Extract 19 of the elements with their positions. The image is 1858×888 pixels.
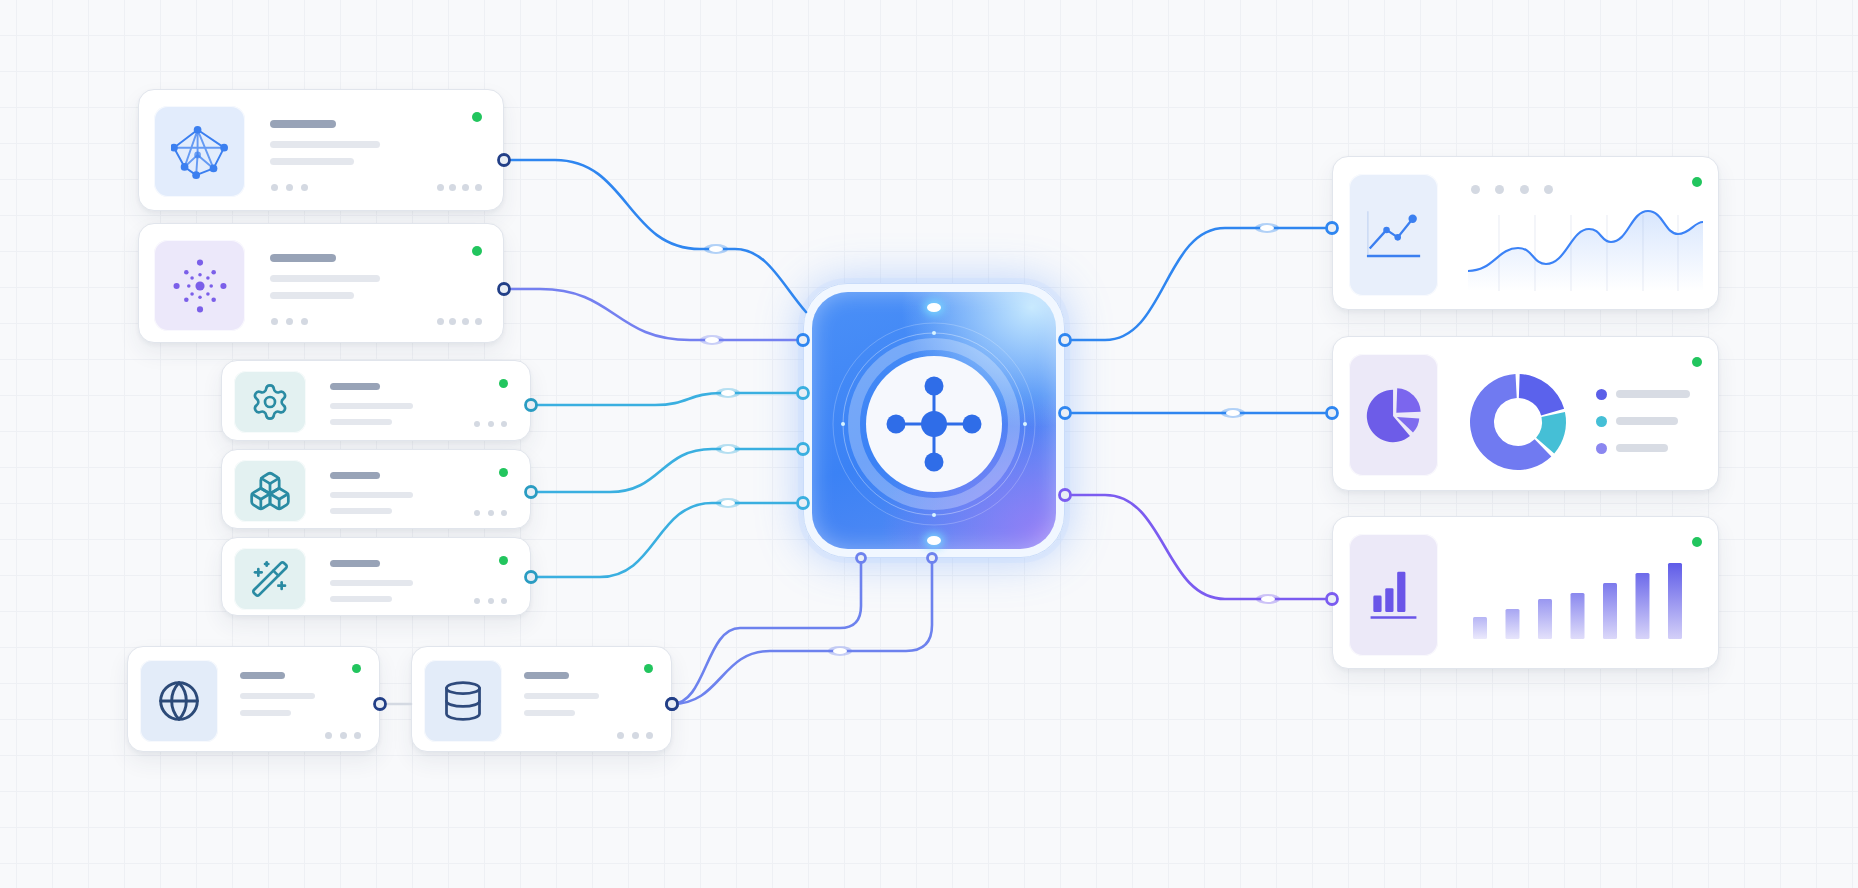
connector-line bbox=[524, 496, 810, 584]
source-card bbox=[138, 223, 504, 343]
output-card bbox=[1332, 156, 1719, 310]
source-card bbox=[221, 449, 531, 529]
source-card bbox=[127, 646, 380, 752]
source-card bbox=[411, 646, 672, 752]
source-card bbox=[221, 360, 531, 441]
connector-line bbox=[524, 442, 810, 499]
connector-line bbox=[1058, 221, 1339, 347]
connector-line bbox=[665, 552, 938, 711]
connector-line bbox=[497, 282, 810, 347]
source-card bbox=[221, 537, 531, 616]
connector-line bbox=[1058, 488, 1339, 606]
connector-line bbox=[373, 697, 413, 711]
connector-line bbox=[497, 153, 808, 314]
output-card bbox=[1332, 336, 1719, 491]
source-card bbox=[138, 89, 504, 211]
connector-line bbox=[524, 386, 810, 412]
connector-line bbox=[1058, 406, 1339, 420]
